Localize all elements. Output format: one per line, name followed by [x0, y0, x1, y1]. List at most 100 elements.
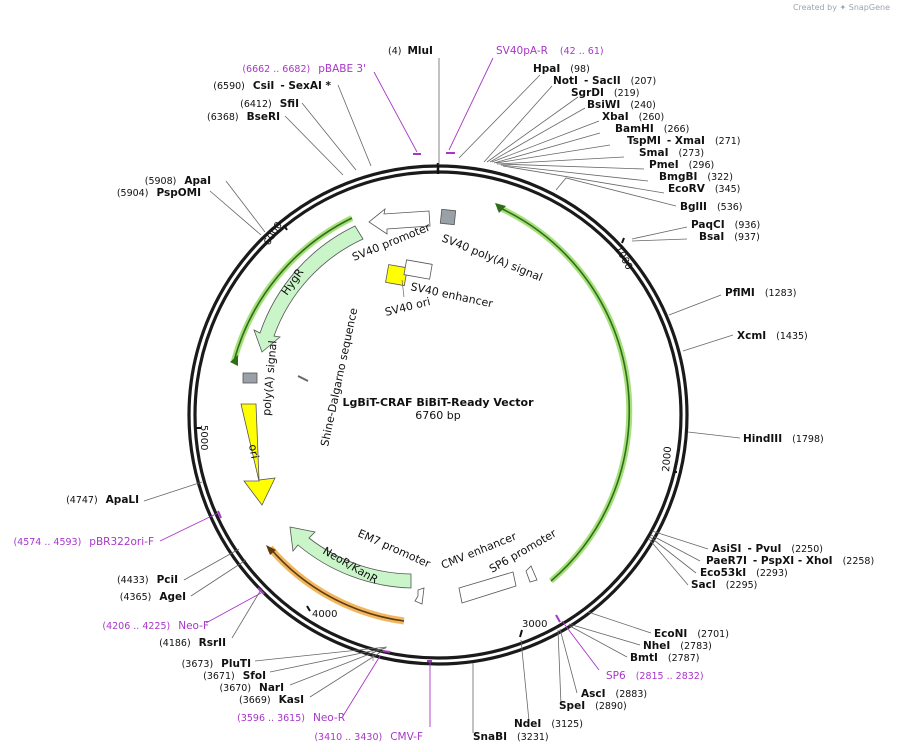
sv40-ori-block[interactable] — [385, 264, 408, 287]
label-sp6-promoter: SP6 promoter — [487, 527, 559, 576]
site-pmei-name[interactable]: PmeI — [649, 159, 679, 171]
primer-neo-r-name[interactable]: Neo-R — [313, 712, 345, 724]
site-pspxi-name[interactable]: - PspXI - XhoI — [753, 555, 833, 567]
site-sexai-name[interactable]: - SexAI * — [280, 80, 331, 92]
svg-text:HpaI(98): HpaI(98) — [533, 63, 590, 75]
site-bglii-name[interactable]: BglII — [680, 201, 707, 213]
site-econi-name[interactable]: EcoNI — [654, 628, 687, 640]
site-bsai-name[interactable]: BsaI — [699, 231, 724, 243]
site-snabi-pos: (3231) — [517, 732, 549, 743]
site-spei-name[interactable]: SpeI — [559, 700, 585, 712]
site-xcmi-name[interactable]: XcmI — [737, 330, 766, 342]
site-nhei-name[interactable]: NheI — [643, 640, 670, 652]
site-xbai-name[interactable]: XbaI — [602, 111, 629, 123]
site-pvui-name[interactable]: - PvuI — [747, 543, 781, 555]
sv40-polya-block[interactable] — [439, 208, 457, 226]
svg-text:(4574 .. 4593)pBR322ori-F: (4574 .. 4593) pBR322ori-F — [13, 536, 154, 548]
site-pflmi-pos: (1283) — [765, 288, 797, 299]
hygr-arrow[interactable] — [253, 225, 364, 353]
ori-arrow[interactable] — [240, 403, 276, 506]
site-kasi-name[interactable]: KasI — [279, 694, 304, 706]
site-asisi-name[interactable]: AsiSI — [712, 543, 741, 555]
site-ndei-name[interactable]: NdeI — [514, 718, 541, 730]
label-em7-promoter: EM7 promoter — [356, 527, 433, 571]
svg-text:SP6(2815 .. 2832): SP6(2815 .. 2832) — [606, 670, 704, 682]
svg-text:(3596 .. 3615)Neo-R: (3596 .. 3615)Neo-R — [237, 712, 345, 724]
site-noti-name[interactable]: NotI — [553, 75, 578, 87]
site-mlui-name[interactable]: MluI — [407, 45, 432, 57]
primer-pbr322-name[interactable]: pBR322ori-F — [89, 536, 154, 548]
site-eco53ki-name[interactable]: Eco53kI — [700, 567, 746, 579]
site-asci-name[interactable]: AscI — [581, 688, 606, 700]
primer-cmv-f-name[interactable]: CMV-F — [390, 731, 423, 743]
site-pspomi-name[interactable]: PspOMI — [156, 187, 201, 199]
site-bamhi-name[interactable]: BamHI — [615, 123, 654, 135]
svg-text:AsiSI- PvuI(2250): AsiSI- PvuI(2250) — [712, 543, 823, 555]
site-paer7i-name[interactable]: PaeR7I — [706, 555, 747, 567]
shine-dalgarno-mark[interactable] — [297, 375, 309, 382]
snapgene-watermark: Created by ✦ SnapGene — [793, 3, 890, 12]
site-ecorv-name[interactable]: EcoRV — [668, 183, 706, 195]
site-smai-name[interactable]: SmaI — [639, 147, 669, 159]
svg-text:SpeI(2890): SpeI(2890) — [559, 700, 627, 712]
site-sfoi-name[interactable]: SfoI — [243, 670, 266, 682]
site-sgrdi-name[interactable]: SgrDI — [571, 87, 604, 99]
primer-pbabe-name[interactable]: pBABE 3' — [318, 63, 366, 75]
svg-text:BglII(536): BglII(536) — [680, 201, 742, 213]
svg-text:SacI(2295): SacI(2295) — [691, 579, 757, 591]
svg-text:NheI(2783): NheI(2783) — [643, 640, 712, 652]
site-apali-name[interactable]: ApaLI — [106, 494, 139, 506]
primer-sp6-name[interactable]: SP6 — [606, 670, 626, 682]
site-bmgbi-pos: (322) — [707, 172, 733, 183]
site-paqci-name[interactable]: PaqCI — [691, 219, 725, 231]
primer-cmv-f-range: (3410 .. 3430) — [314, 732, 382, 743]
site-bseri-name[interactable]: BseRI — [247, 111, 280, 123]
site-pluti-pos: (3673) — [182, 659, 214, 670]
orf-arrowhead-lgbit-craf — [495, 203, 506, 213]
tick-label-2000: 2000 — [661, 446, 674, 472]
site-pluti-name[interactable]: PluTI — [221, 658, 251, 670]
cmv-enhancer-block[interactable] — [458, 571, 517, 604]
site-agei-name[interactable]: AgeI — [159, 591, 186, 603]
site-bmgbi-name[interactable]: BmgBI — [659, 171, 697, 183]
site-rsrii-name[interactable]: RsrII — [199, 637, 226, 649]
site-kasi-pos: (3669) — [239, 695, 271, 706]
svg-text:AscI(2883): AscI(2883) — [581, 688, 647, 700]
snapgene-logo-icon: ✦ — [839, 3, 847, 12]
site-hpai-name[interactable]: HpaI — [533, 63, 560, 75]
primer-neo-f-name[interactable]: Neo-F — [178, 620, 209, 632]
sp6-promoter-arrow[interactable] — [525, 565, 538, 583]
site-bmti-name[interactable]: BmtI — [630, 652, 658, 664]
site-snabi-name[interactable]: SnaBI — [473, 731, 507, 743]
em7-promoter-arrow[interactable] — [414, 587, 425, 605]
svg-text:(4206 .. 4225)Neo-F: (4206 .. 4225)Neo-F — [102, 620, 209, 632]
site-xmai-name[interactable]: - XmaI — [667, 135, 705, 147]
site-agei-pos: (4365) — [120, 592, 152, 603]
svg-text:SgrDI(219): SgrDI(219) — [571, 87, 639, 99]
primer-sv40pa-r-range: (42 .. 61) — [560, 46, 604, 57]
sv40-promoter-arrow[interactable] — [368, 207, 431, 235]
polya-block[interactable] — [242, 372, 258, 384]
svg-text:(3670)NarI: (3670)NarI — [219, 682, 284, 694]
site-apai-name[interactable]: ApaI — [184, 175, 211, 187]
svg-text:PaeR7I- PspXI - XhoI(2258): PaeR7I- PspXI - XhoI(2258) — [706, 555, 874, 567]
svg-text:EcoNI(2701): EcoNI(2701) — [654, 628, 729, 640]
site-hindiii-name[interactable]: HindIII — [743, 433, 782, 445]
tick-label-5000: 5000 — [198, 425, 209, 450]
site-pcii-name[interactable]: PciI — [157, 574, 178, 586]
svg-text:(6368)BseRI: (6368)BseRI — [207, 111, 280, 123]
primer-pbr322-range: (4574 .. 4593) — [13, 537, 81, 548]
site-csii-name[interactable]: CsiI — [253, 80, 274, 92]
primer-sv40pa-r-name[interactable]: SV40pA-R — [496, 45, 548, 57]
sv40-enhancer-block[interactable] — [403, 259, 433, 280]
site-tspmi-name[interactable]: TspMI — [627, 135, 661, 147]
site-sacii-name[interactable]: - SacII — [584, 75, 621, 87]
site-sfii-name[interactable]: SfiI — [280, 98, 299, 110]
site-pflmi-name[interactable]: PflMI — [725, 287, 755, 299]
site-bsiwi-name[interactable]: BsiWI — [587, 99, 620, 111]
site-saci-name[interactable]: SacI — [691, 579, 716, 591]
site-rsrii-pos: (4186) — [159, 638, 191, 649]
site-nari-name[interactable]: NarI — [259, 682, 284, 694]
neo-arrow[interactable] — [289, 526, 412, 589]
